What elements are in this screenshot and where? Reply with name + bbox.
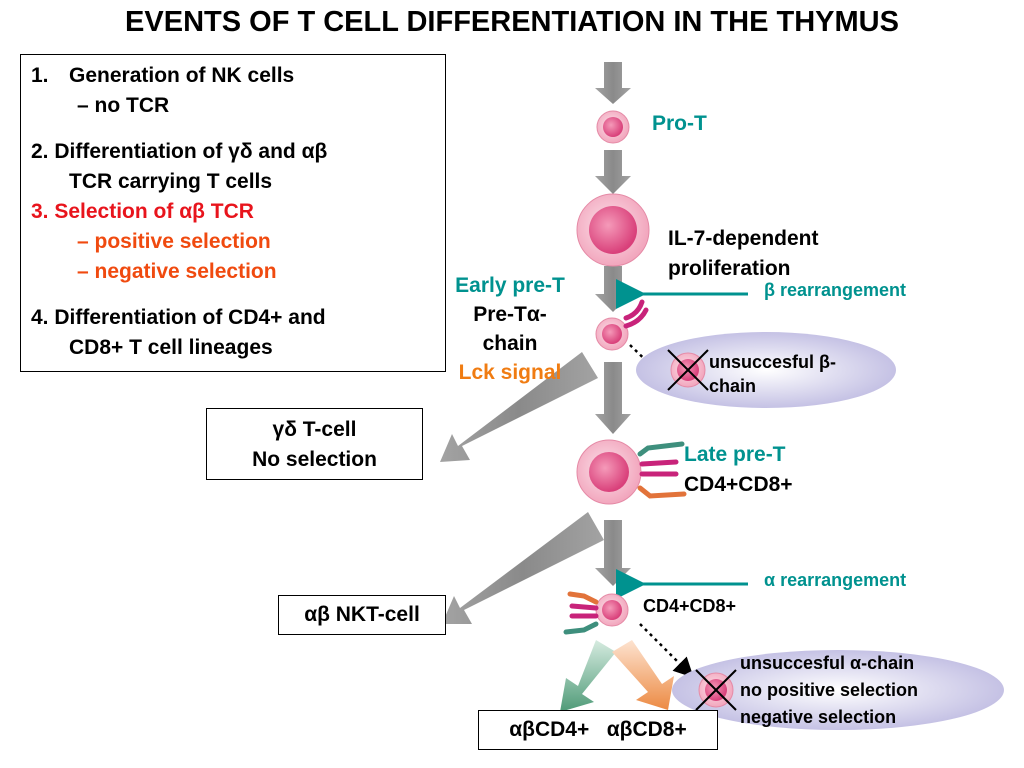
events-list: 1. Generation of NK cells – no TCR 2. Di… [20,54,446,372]
gray-arrow-1 [595,62,631,104]
unsuccessful-beta-label: unsuccesful β- chain [709,352,837,396]
event-item-3: 3. Selection of αβ TCR [31,200,254,223]
early-pre-t-cell [595,299,649,351]
unsuccessful-alpha-label: unsuccesful α-chain no positive selectio… [740,653,919,727]
event-item-1: 1. Generation of NK cells [31,64,295,87]
gray-arrow-to-nkt [442,512,604,624]
gray-arrow-to-gd [440,352,598,462]
green-arrow-cd4 [560,640,616,712]
event-item-1-sub: – no TCR [77,94,170,117]
cd4-cd8-box: αβCD4+ αβCD8+ [478,710,718,750]
late-pre-t-cell [576,439,687,505]
early-pre-t-labels: Early pre-T Pre-Tα- chain Lck signal [455,274,565,384]
proliferating-cell [576,193,650,267]
failed-cell-beta [667,349,709,391]
gd-t-cell-box: γδ T-cell No selection [206,408,423,480]
pro-t-cell [596,110,630,144]
double-positive-cell [563,591,629,635]
pro-t-label: Pro-T [652,112,707,135]
event-item-2: 2. Differentiation of γδ and αβ [31,140,328,163]
orange-arrow-cd8 [612,640,674,710]
alpha-rearrangement-label: α rearrangement [764,570,907,590]
gray-arrow-4 [595,362,631,434]
event-item-3-sub1: – positive selection [77,230,271,253]
gray-arrow-3 [595,266,631,312]
gray-arrow-2 [595,150,631,194]
gray-arrow-5 [595,520,631,586]
event-item-2-cont: TCR carrying T cells [69,170,273,193]
cd4-label: αβCD4+ [509,718,590,741]
late-pre-t-label: Late pre-T CD4+CD8+ [684,443,793,496]
failed-cell-alpha [695,669,737,711]
page-title: EVENTS OF T CELL DIFFERENTIATION IN THE … [125,6,899,38]
dotted-arrow-alpha [639,623,694,678]
event-item-3-sub2: – negative selection [77,260,277,283]
nkt-cell-box: αβ NKT-cell [278,595,446,635]
beta-rearrangement-label: β rearrangement [764,280,907,300]
event-item-4-cont: CD8+ T cell lineages [69,336,273,359]
cd8-label: αβCD8+ [606,718,687,741]
il7-label: IL-7-dependent proliferation [668,227,819,280]
event-item-4: 4. Differentiation of CD4+ and [31,306,326,329]
unsuccessful-alpha-oval [672,650,1004,730]
cd4cd8-label: CD4+CD8+ [643,596,737,616]
unsuccessful-beta-oval [636,332,896,408]
